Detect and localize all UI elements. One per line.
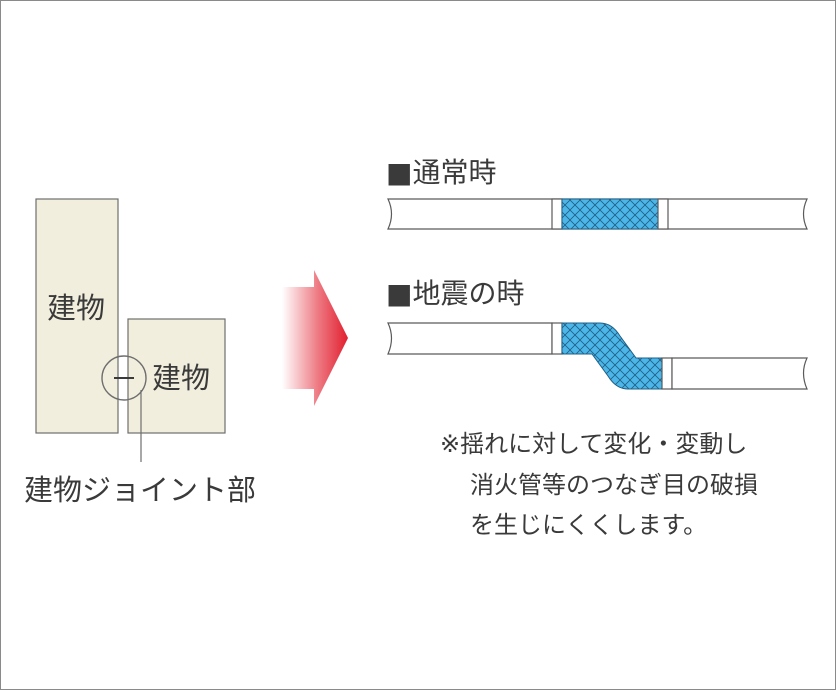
building-left-label: 建物 [47, 291, 105, 325]
building-right-label: 建物 [152, 361, 210, 395]
building-left [35, 198, 119, 434]
transition-arrow [282, 270, 348, 406]
normal-title: ■通常時 [386, 156, 496, 189]
earthquake-pipe [387, 322, 808, 390]
joint-marker [101, 355, 147, 462]
note-line-1: ※揺れに対して変化・変動し [440, 430, 747, 458]
earthquake-title: ■地震の時 [386, 277, 524, 310]
normal-pipe [387, 198, 808, 230]
note-line-3: を生じにくくします。 [470, 511, 707, 539]
building-right [127, 318, 226, 434]
note-line-2: 消火管等のつなぎ目の破損 [470, 471, 758, 499]
joint-label: 建物ジョイント部 [24, 473, 256, 507]
